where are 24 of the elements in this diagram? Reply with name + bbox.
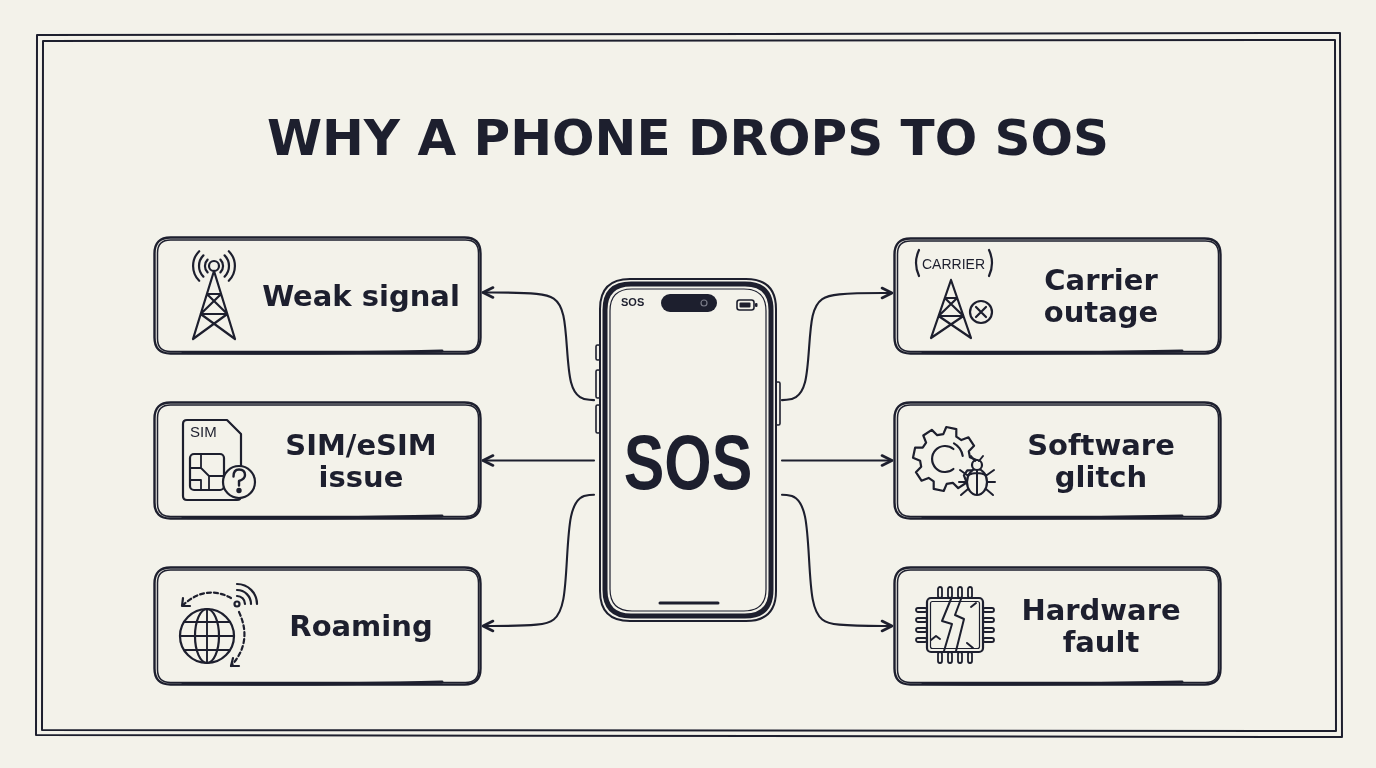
cause-card bbox=[153, 401, 482, 520]
cause-label: Hardware fault bbox=[1020, 593, 1182, 659]
arrow bbox=[481, 454, 596, 467]
cause-card bbox=[893, 237, 1222, 355]
cause-card bbox=[153, 236, 482, 355]
diagram-title: WHY A PHONE DROPS TO SOS bbox=[266, 111, 1110, 166]
cause-label: Carrier outage bbox=[1042, 263, 1160, 329]
cause-label: SIM/eSIM issue bbox=[284, 428, 438, 493]
smartphone bbox=[594, 278, 782, 622]
arrow bbox=[780, 286, 894, 402]
sos-screen-text: SOS bbox=[623, 423, 753, 501]
arrow bbox=[481, 286, 596, 402]
cause-label: Weak signal bbox=[261, 279, 461, 312]
arrow bbox=[780, 493, 894, 633]
cause-label: Roaming bbox=[288, 609, 434, 643]
carrier-label: CARRIER bbox=[922, 257, 985, 271]
cause-card bbox=[153, 566, 482, 686]
cause-card bbox=[893, 566, 1222, 686]
status-bar-text: SOS bbox=[621, 297, 645, 308]
cause-card bbox=[893, 401, 1222, 520]
cause-label: Software glitch bbox=[1026, 428, 1176, 493]
arrow bbox=[780, 454, 894, 467]
sim-label: SIM bbox=[190, 424, 217, 439]
arrow bbox=[481, 493, 596, 633]
